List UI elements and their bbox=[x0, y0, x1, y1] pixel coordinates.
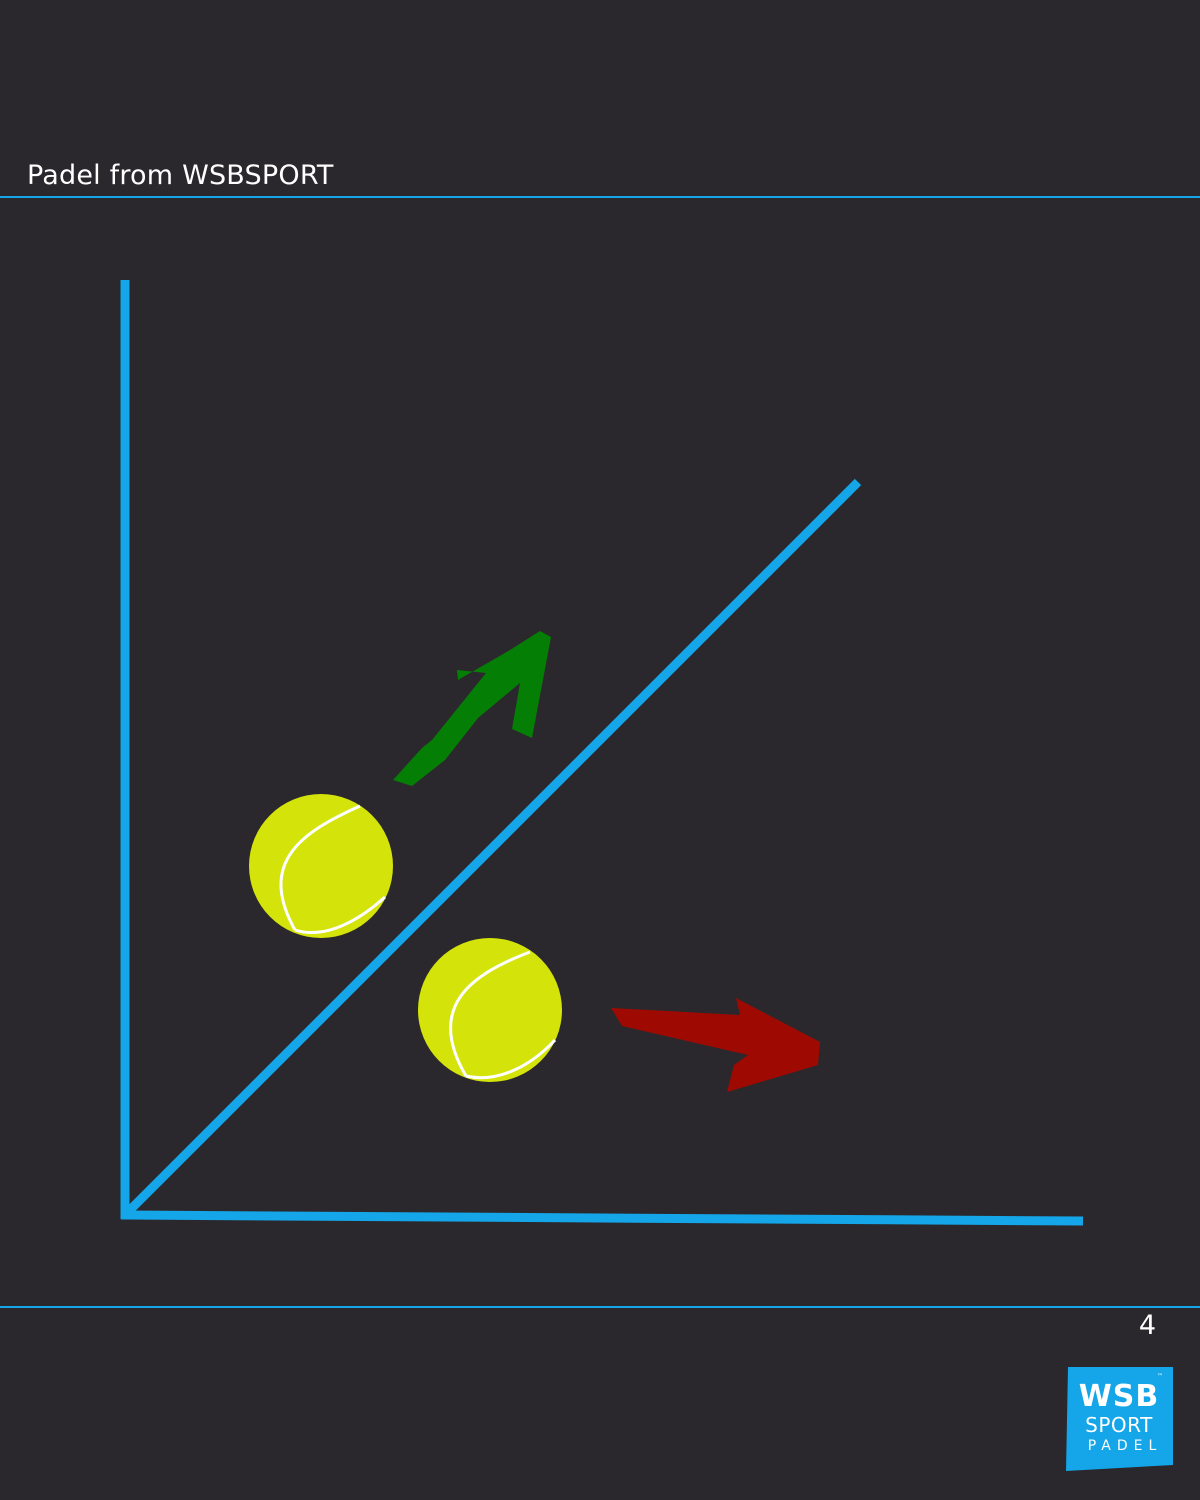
logo-sport-text: SPORT bbox=[1085, 1413, 1153, 1437]
horizontal-axis-line bbox=[120, 1210, 1084, 1226]
logo-wsb-text: WSB bbox=[1078, 1379, 1160, 1414]
page-number: 4 bbox=[1138, 1310, 1156, 1341]
arrow-right-icon bbox=[611, 998, 820, 1092]
footer-divider bbox=[0, 1306, 1200, 1308]
tennis-ball-icon bbox=[418, 938, 562, 1082]
logo-trademark: ™ bbox=[1157, 1373, 1163, 1380]
page-title: Padel from WSBSPORT bbox=[27, 160, 334, 191]
logo-background: ™ bbox=[1066, 1367, 1173, 1471]
logo-padel-text: PADEL bbox=[1087, 1438, 1163, 1454]
header-divider bbox=[0, 196, 1200, 198]
tennis-ball-icon bbox=[249, 794, 393, 938]
wsb-sport-padel-logo: ™ WSB SPORT PADEL bbox=[1064, 1364, 1174, 1474]
diagonal-line bbox=[122, 478, 862, 1218]
arrow-up-right-icon bbox=[393, 631, 551, 786]
